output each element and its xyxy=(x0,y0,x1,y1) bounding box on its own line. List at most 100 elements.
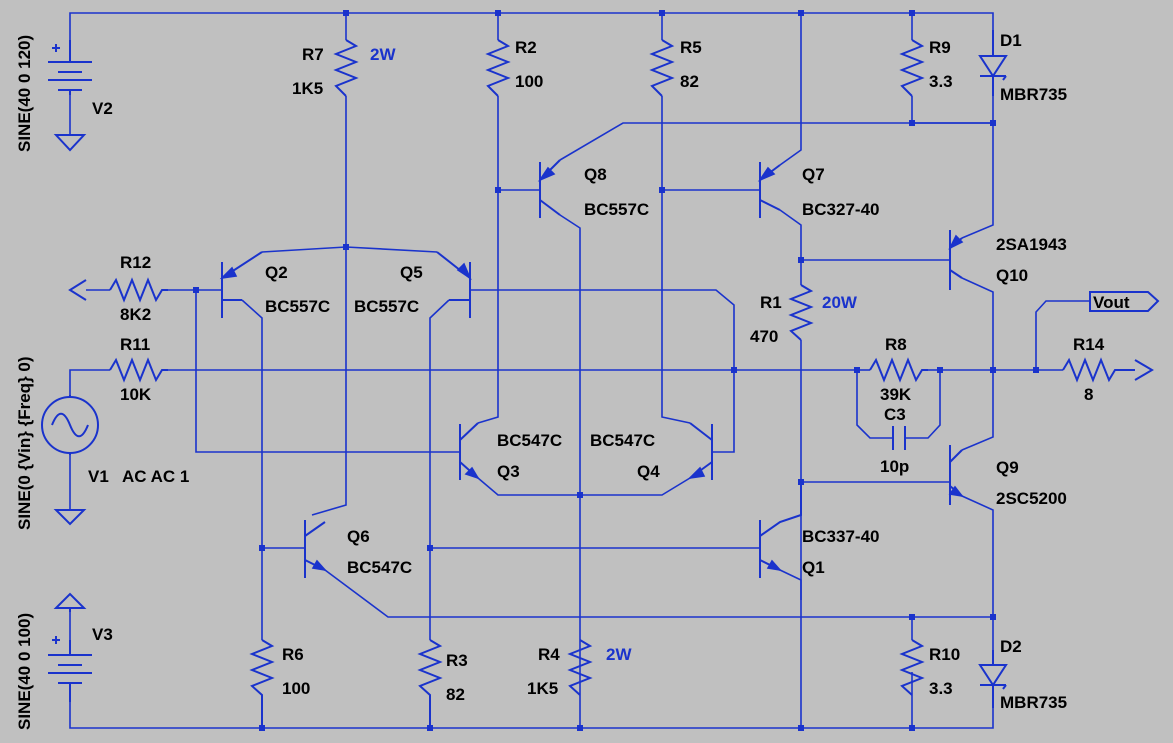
vout-net-label: Vout xyxy=(1093,293,1130,312)
r14-value-label: 8 xyxy=(1084,385,1093,404)
transistor-q9 xyxy=(948,445,964,505)
voltage-source-v3 xyxy=(48,636,92,702)
r9-name-label: R9 xyxy=(929,38,951,57)
r5-value-label: 82 xyxy=(680,72,699,91)
q6-name-label: Q6 xyxy=(347,527,370,546)
r7-value-label: 1K5 xyxy=(292,79,323,98)
resistor-r4 xyxy=(567,639,593,696)
q1-name-label: Q1 xyxy=(802,558,825,577)
output-port-arrow-icon xyxy=(1134,359,1154,381)
r8-name-label: R8 xyxy=(885,335,907,354)
r6-value-label: 100 xyxy=(282,679,310,698)
r2-value-label: 100 xyxy=(515,72,543,91)
transistor-q3 xyxy=(459,422,480,480)
ground-icon xyxy=(53,134,87,152)
resistor-r2 xyxy=(485,39,511,97)
c3-name-label: C3 xyxy=(884,405,906,424)
transistor-q7 xyxy=(757,162,781,218)
r2-name-label: R2 xyxy=(515,38,537,57)
r7-note-label: 2W xyxy=(370,45,396,64)
v1-ac-label: AC AC 1 xyxy=(122,467,189,486)
r4-name-label: R4 xyxy=(538,645,560,664)
resistor-r1 xyxy=(788,284,814,341)
r12-name-label: R12 xyxy=(120,253,151,272)
q8-name-label: Q8 xyxy=(584,165,607,184)
transistor-q8 xyxy=(537,159,561,218)
transistor-q2 xyxy=(219,251,263,318)
r10-name-label: R10 xyxy=(929,645,960,664)
q3-part-label: BC547C xyxy=(497,431,562,450)
transistor-q6 xyxy=(304,520,328,578)
resistor-r14 xyxy=(1062,357,1135,383)
transistor-q4 xyxy=(687,422,713,480)
r3-name-label: R3 xyxy=(446,651,468,670)
r4-value-label: 1K5 xyxy=(527,679,558,698)
v2-name-label: V2 xyxy=(92,99,113,118)
r1-value-label: 470 xyxy=(750,327,778,346)
v3-name-label: V3 xyxy=(92,625,113,644)
resistor-r10 xyxy=(899,639,925,696)
r11-value-label: 10K xyxy=(120,385,152,404)
resistor-r5 xyxy=(649,39,675,97)
q9-name-label: Q9 xyxy=(996,458,1019,477)
d2-part-label: MBR735 xyxy=(1000,693,1067,712)
q5-name-label: Q5 xyxy=(400,263,423,282)
v1-value-label: SINE(0 {Vin} {Freq} 0) xyxy=(15,356,34,530)
q3-name-label: Q3 xyxy=(497,462,520,481)
ground-icon xyxy=(53,509,87,526)
r12-value-label: 8K2 xyxy=(120,305,151,324)
resistor-r8 xyxy=(869,357,928,383)
transistor-q1 xyxy=(759,482,802,578)
resistor-r9 xyxy=(899,39,925,97)
wires xyxy=(69,12,1090,729)
resistor-r3 xyxy=(417,639,443,728)
q9-part-label: 2SC5200 xyxy=(996,489,1067,508)
r3-value-label: 82 xyxy=(446,685,465,704)
r11-name-label: R11 xyxy=(120,335,150,354)
d2-name-label: D2 xyxy=(1000,637,1022,656)
r4-note-label: 2W xyxy=(606,645,632,664)
r1-note-label: 20W xyxy=(822,293,858,312)
q1-part-label: BC337-40 xyxy=(802,527,880,546)
q4-name-label: Q4 xyxy=(637,462,660,481)
d1-part-label: MBR735 xyxy=(1000,85,1067,104)
r9-value-label: 3.3 xyxy=(929,72,953,91)
supply-arrow-icon xyxy=(53,592,87,612)
q2-part-label: BC557C xyxy=(265,297,330,316)
input-port-arrow-icon xyxy=(68,279,87,301)
q7-name-label: Q7 xyxy=(802,165,825,184)
resistor-r6 xyxy=(249,639,275,728)
q5-part-label: BC557C xyxy=(354,297,419,316)
r6-name-label: R6 xyxy=(282,645,304,664)
transistor-q10 xyxy=(948,230,964,290)
q2-name-label: Q2 xyxy=(265,263,288,282)
v2-value-label: SINE(40 0 120) xyxy=(15,35,34,152)
r7-name-label: R7 xyxy=(302,45,324,64)
r5-name-label: R5 xyxy=(680,38,702,57)
diode-d2 xyxy=(978,650,1008,708)
c3-value-label: 10p xyxy=(880,457,909,476)
q10-part-label: 2SA1943 xyxy=(996,235,1067,254)
capacitor-c3 xyxy=(892,426,906,450)
diode-d1 xyxy=(978,30,1008,96)
resistor-r12 xyxy=(109,277,168,303)
q8-part-label: BC557C xyxy=(584,200,649,219)
v1-name-label: V1 xyxy=(88,467,109,486)
q4-part-label: BC547C xyxy=(590,431,655,450)
voltage-source-v2 xyxy=(48,40,92,95)
q10-name-label: Q10 xyxy=(996,266,1028,285)
r8-value-label: 39K xyxy=(880,385,912,404)
q7-part-label: BC327-40 xyxy=(802,200,880,219)
vout-net-label-box xyxy=(1089,291,1160,312)
q6-part-label: BC547C xyxy=(347,558,412,577)
transistor-q5 xyxy=(436,251,472,318)
voltage-source-v1 xyxy=(41,395,99,455)
d1-name-label: D1 xyxy=(1000,31,1022,50)
r1-name-label: R1 xyxy=(760,293,782,312)
r14-name-label: R14 xyxy=(1073,335,1105,354)
v3-value-label: SINE(40 0 100) xyxy=(15,613,34,730)
r10-value-label: 3.3 xyxy=(929,679,953,698)
resistor-r7 xyxy=(333,39,359,97)
